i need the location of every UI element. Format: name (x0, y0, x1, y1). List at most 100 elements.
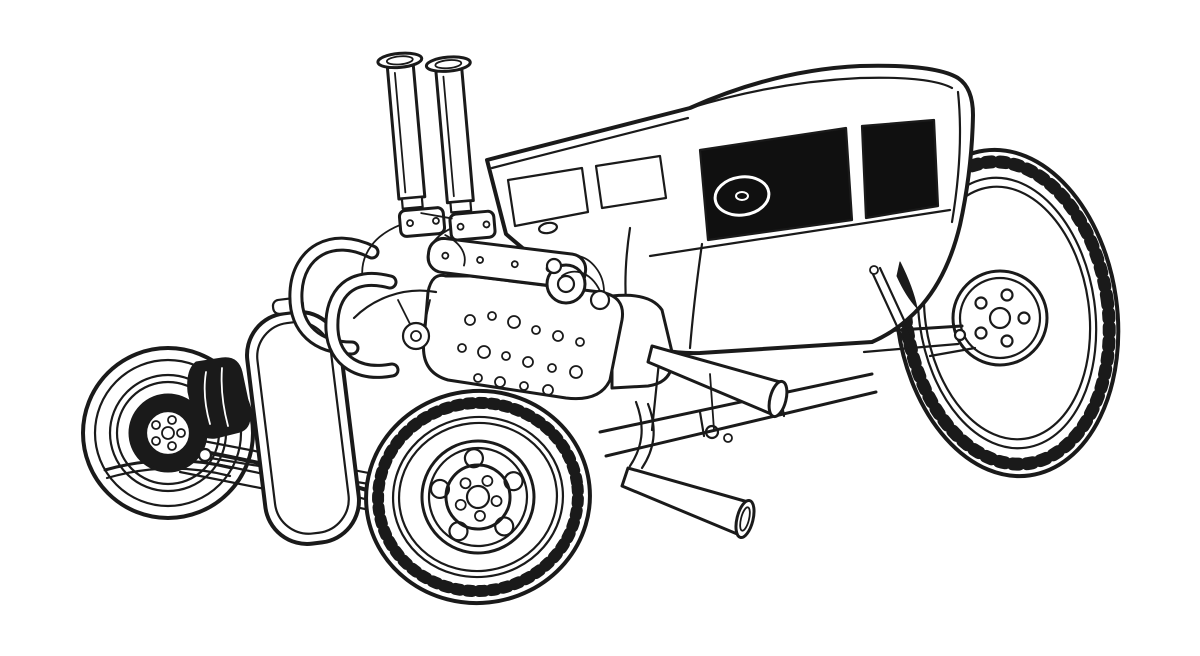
rear-tire-sidewall-ring (916, 176, 1098, 450)
center-hub (444, 463, 512, 531)
downpipe (628, 400, 643, 468)
generator-cap (545, 257, 563, 275)
carb-screw (432, 216, 440, 225)
rear-lug-hole (1000, 334, 1014, 348)
door-seam (688, 242, 704, 350)
rim-vent-hole (429, 478, 451, 500)
rear-lug-hole (1017, 311, 1031, 325)
rear-center-cap (988, 306, 1012, 330)
valve-cover-bolt (510, 260, 519, 269)
distributor (589, 289, 611, 311)
fan-belt-line (397, 299, 411, 325)
upper-pipe-body (646, 344, 782, 418)
hanger-strap (709, 373, 715, 431)
stack-left-opening (385, 55, 414, 66)
generator-end (556, 274, 576, 294)
front-center-wheel (364, 388, 592, 606)
left-lug-hole (176, 428, 186, 438)
stack-right-highlight (442, 75, 455, 198)
rear-lug-hole (974, 326, 988, 340)
stack-right-tube (434, 67, 475, 205)
velocity-stacks (361, 51, 497, 274)
crank-pulley (401, 321, 431, 351)
drip-rail (688, 76, 954, 110)
megaphone-exhaust-lower (620, 466, 756, 540)
center-tire-tread (372, 396, 584, 598)
rear-hub-ring (958, 276, 1042, 360)
stack-left-base-nut (400, 195, 424, 210)
center-lug (481, 475, 494, 487)
stack-right-base-nut (449, 199, 473, 214)
center-sidewall-ring (391, 415, 565, 579)
rear-shock-line (878, 266, 918, 348)
rear-lug-hole (1000, 288, 1014, 302)
carb-screw (456, 222, 465, 231)
carb-screw (406, 219, 414, 227)
left-lug-hole (151, 420, 161, 430)
rim-vent-hole (463, 448, 485, 469)
drum-body (187, 357, 251, 439)
drum-highlight (220, 367, 229, 427)
fuel-line (361, 224, 402, 274)
rod-pivot (953, 328, 967, 342)
water-hose (352, 289, 438, 320)
rim-vent-hole (503, 471, 524, 492)
left-hub-center (144, 409, 192, 457)
shock-mount (869, 265, 879, 275)
fan-belt-line (423, 299, 431, 327)
rear-panel-seam (950, 90, 962, 224)
kingpin (197, 447, 213, 463)
left-lug-hole (167, 441, 177, 451)
center-lug (459, 477, 472, 490)
rear-shock (870, 270, 910, 352)
drum-highlight (203, 371, 211, 425)
frame-rail-upper (598, 372, 874, 434)
spark-wire (561, 270, 601, 292)
megaphone-exhaust-upper (646, 344, 789, 443)
left-tire-sidewall (93, 358, 243, 508)
center-cap (465, 484, 491, 510)
brake-drum (187, 357, 251, 439)
carb-screw (482, 220, 491, 229)
rear-hub-outer (951, 269, 1049, 367)
exhaust-headers (288, 236, 400, 379)
visor-inner-line (490, 116, 690, 170)
steering-wheel-hub (735, 191, 749, 201)
fuel-log (420, 212, 453, 220)
windshield-pane-left (506, 166, 590, 228)
upper-pipe-mouth (767, 379, 789, 419)
shell-inner-line (256, 320, 350, 535)
stack-right-opening (434, 59, 463, 70)
block-bolt-dots (457, 311, 585, 396)
header-pipe-1-body (291, 239, 377, 353)
frame-cross (698, 410, 706, 438)
center-lug (474, 509, 486, 522)
pipe-bracket (704, 424, 720, 440)
throttle-linkage (444, 234, 466, 267)
rear-radius-rod-lower (862, 342, 960, 354)
quarter-window (860, 118, 940, 220)
cowl-gas-cap (537, 221, 559, 235)
left-center-cap (161, 426, 175, 440)
door-window (698, 126, 854, 242)
carburetor-right (448, 209, 497, 242)
stack-left-highlight (393, 71, 407, 194)
pipe-bracket-small (723, 433, 733, 443)
stack-left-tube (385, 63, 427, 201)
velocity-stack-left (376, 51, 427, 210)
beltline (648, 208, 952, 258)
fender-shadow (896, 261, 918, 309)
windows (506, 118, 940, 242)
center-lug (454, 498, 467, 511)
spark-wire (577, 255, 605, 293)
center-rim (420, 439, 536, 555)
left-lug-hole (151, 436, 161, 446)
valve-cover-bolt (441, 251, 450, 260)
center-sidewall-ring-inner (397, 421, 559, 573)
rear-wheel-hub (951, 269, 1049, 367)
fuel-line (427, 227, 452, 264)
rear-frame-stub (928, 346, 977, 358)
steering-wheel (713, 175, 771, 217)
generator (545, 263, 587, 305)
